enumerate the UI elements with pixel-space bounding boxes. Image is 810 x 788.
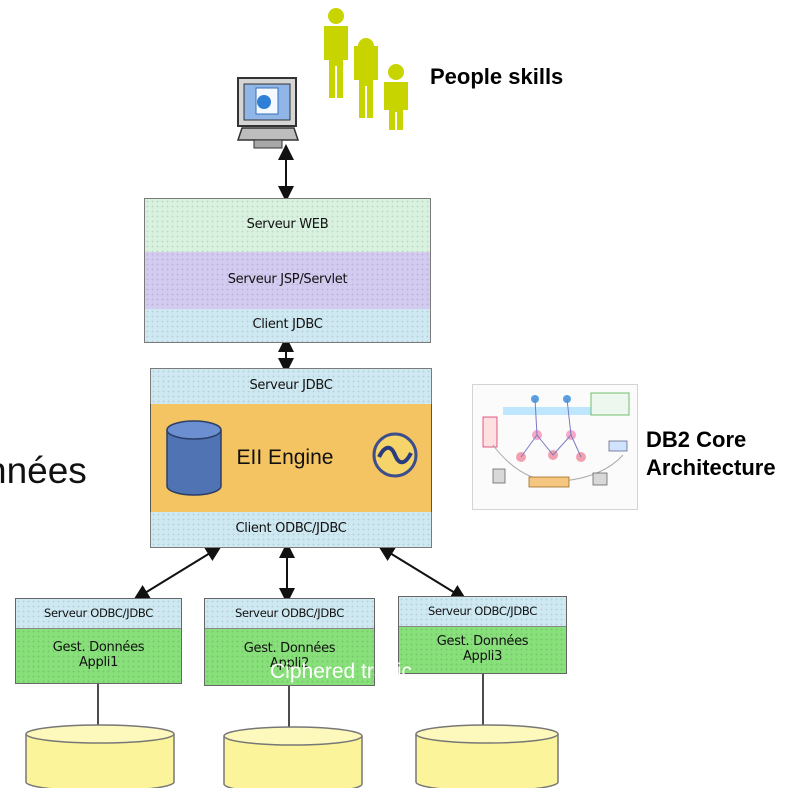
jdbc-server-box: Serveur JDBC <box>150 368 432 404</box>
app2-server-label: Serveur ODBC/JDBC <box>234 605 345 620</box>
db2-label-line1: DB2 Core <box>646 427 747 452</box>
app1-server-group: Serveur ODBC/JDBC Gest. Données Appli1 <box>15 598 182 684</box>
web-server-label: Serveur WEB <box>246 217 329 233</box>
jsp-servlet-label: Serveur JSP/Servlet <box>227 272 348 288</box>
db2-label-line2: Architecture <box>646 455 776 480</box>
app2-line2: Appli2 <box>269 656 310 671</box>
app1-server-label: Serveur ODBC/JDBC <box>43 605 154 620</box>
web-server-box: Serveur WEB <box>144 198 431 252</box>
app3-server-group: Serveur ODBC/JDBC Gest. Données Appli3 <box>398 596 567 674</box>
client-odbc-jdbc-box: Client ODBC/JDBC <box>150 512 432 548</box>
app2-line1: Gest. Données <box>243 641 336 657</box>
database-cylinder-app1 <box>25 724 175 788</box>
app3-server-label: Serveur ODBC/JDBC <box>427 603 538 618</box>
app2-server-header: Serveur ODBC/JDBC <box>205 599 374 629</box>
client-jdbc-label: Client JDBC <box>252 317 323 333</box>
database-cylinder-app3 <box>415 724 559 788</box>
app1-server-header: Serveur ODBC/JDBC <box>16 599 181 629</box>
arrow-eii-app3 <box>378 545 467 601</box>
client-odbc-jdbc-label: Client ODBC/JDBC <box>235 521 347 537</box>
app3-line1: Gest. Données <box>436 634 529 650</box>
app2-data-manager: Gest. Données Appli2 <box>205 629 374 685</box>
app1-line2: Appli1 <box>78 655 119 670</box>
computer-monitor-icon <box>236 77 300 149</box>
people-skills-label: People skills <box>430 64 564 89</box>
architecture-diagram-icon <box>482 392 630 488</box>
app1-data-manager: Gest. Données Appli1 <box>16 629 181 683</box>
partial-left-text: nnées <box>0 450 87 491</box>
db2-architecture-thumbnail <box>472 384 638 510</box>
database-cylinder-app2 <box>223 726 363 788</box>
app3-data-manager: Gest. Données Appli3 <box>399 627 566 673</box>
app2-server-group: Serveur ODBC/JDBC Gest. Données Appli2 <box>204 598 375 686</box>
db2-core-architecture-label: DB2 Core Architecture <box>646 426 776 482</box>
people-icon <box>324 8 408 130</box>
eii-engine-label: EII Engine <box>236 445 334 469</box>
engine-wave-icon <box>372 432 418 478</box>
arrow-eii-app1 <box>133 545 222 601</box>
app1-line1: Gest. Données <box>52 640 145 656</box>
jdbc-server-label: Serveur JDBC <box>249 378 333 394</box>
jsp-servlet-server-box: Serveur JSP/Servlet <box>144 252 431 309</box>
app3-server-header: Serveur ODBC/JDBC <box>399 597 566 627</box>
client-jdbc-box: Client JDBC <box>144 309 431 343</box>
database-cylinder-icon <box>166 420 222 496</box>
app3-line2: Appli3 <box>462 649 503 664</box>
ciphered-traffic-overlay: Ciphered traffic <box>270 660 413 683</box>
